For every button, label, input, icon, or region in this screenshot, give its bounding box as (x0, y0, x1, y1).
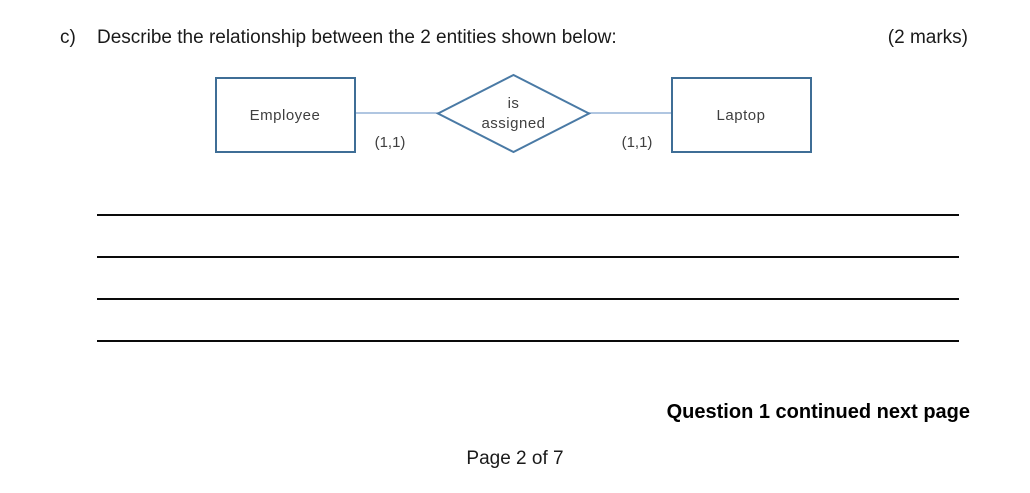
entity-laptop-label: Laptop (717, 107, 766, 124)
answer-line (97, 256, 959, 258)
relationship-label-line2: assigned (481, 115, 545, 132)
cardinality-left-label: (1,1) (375, 134, 406, 151)
cardinality-right-label: (1,1) (622, 134, 653, 151)
relationship-label-line1: is (508, 95, 520, 112)
answer-line (97, 214, 959, 216)
continuation-note: Question 1 continued next page (666, 401, 970, 423)
question-part-label: c) (60, 27, 76, 48)
question-text: Describe the relationship between the 2 … (97, 27, 617, 48)
marks-label: (2 marks) (887, 27, 968, 48)
page-number: Page 2 of 7 (466, 448, 564, 469)
relationship-diamond (435, 73, 592, 154)
entity-employee-label: Employee (250, 107, 321, 124)
entity-employee-box (215, 77, 356, 153)
answer-line (97, 298, 959, 300)
entity-laptop-box (671, 77, 812, 153)
answer-line (97, 340, 959, 342)
er-diagram: Employee Laptop is assigned (1,1) (1,1) (215, 73, 812, 154)
